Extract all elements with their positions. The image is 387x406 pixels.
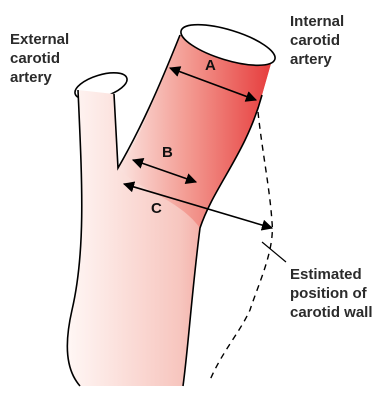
internal-label-line-1: Internal <box>290 12 344 31</box>
external-label-line-1: External <box>10 30 69 49</box>
estimated-wall-label: Estimated position of carotid wall <box>290 265 373 322</box>
measurement-label-b: B <box>162 145 173 160</box>
external-label-line-2: carotid <box>10 49 69 68</box>
estimated-label-line-1: Estimated <box>290 265 373 284</box>
external-carotid-label: External carotid artery <box>10 30 69 87</box>
estimated-label-line-2: position of <box>290 284 373 303</box>
estimated-label-line-3: carotid wall <box>290 303 373 322</box>
internal-carotid-label: Internal carotid artery <box>290 12 344 69</box>
measurement-label-a: A <box>205 58 216 73</box>
estimated-pointer-line <box>262 242 286 262</box>
internal-label-line-2: carotid <box>290 31 344 50</box>
external-label-line-3: artery <box>10 68 69 87</box>
measurement-label-c: C <box>151 201 162 216</box>
internal-label-line-3: artery <box>290 50 344 69</box>
